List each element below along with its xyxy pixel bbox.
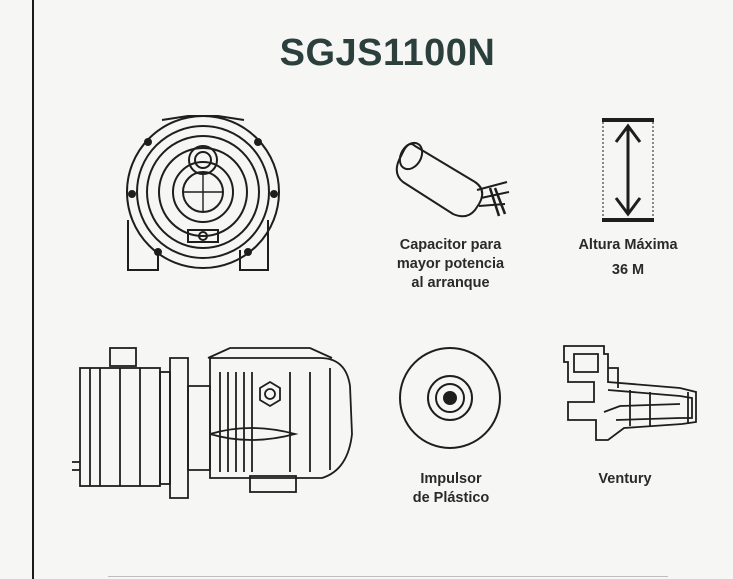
max-height-label: Altura Máxima [578, 237, 678, 253]
pump-front-view-illustration [118, 110, 288, 282]
impeller-caption-line1: Impulsor [420, 471, 482, 487]
capacitor-caption-line1: Capacitor para [399, 237, 502, 253]
product-model-title: SGJS1100N [279, 32, 496, 74]
capacitor-caption-line2: mayor potencia [396, 256, 505, 272]
pump-side-view-illustration [70, 342, 355, 507]
venturi-illustration [560, 342, 702, 454]
max-height-value: 36 M [611, 262, 645, 278]
bottom-border-line [108, 576, 668, 577]
impeller-caption: Impulsor de Plástico [380, 470, 522, 508]
max-height-caption: Altura Máxima 36 M [557, 236, 699, 280]
capacitor-caption-line3: al arranque [411, 275, 490, 291]
max-height-icon [600, 116, 656, 224]
left-border-line [32, 0, 34, 579]
capacitor-caption: Capacitor para mayor potencia al arranqu… [378, 236, 523, 293]
venturi-caption: Ventury [598, 471, 652, 487]
impeller-illustration [398, 346, 502, 450]
impeller-caption-line2: de Plástico [412, 490, 490, 506]
capacitor-illustration [395, 128, 515, 223]
